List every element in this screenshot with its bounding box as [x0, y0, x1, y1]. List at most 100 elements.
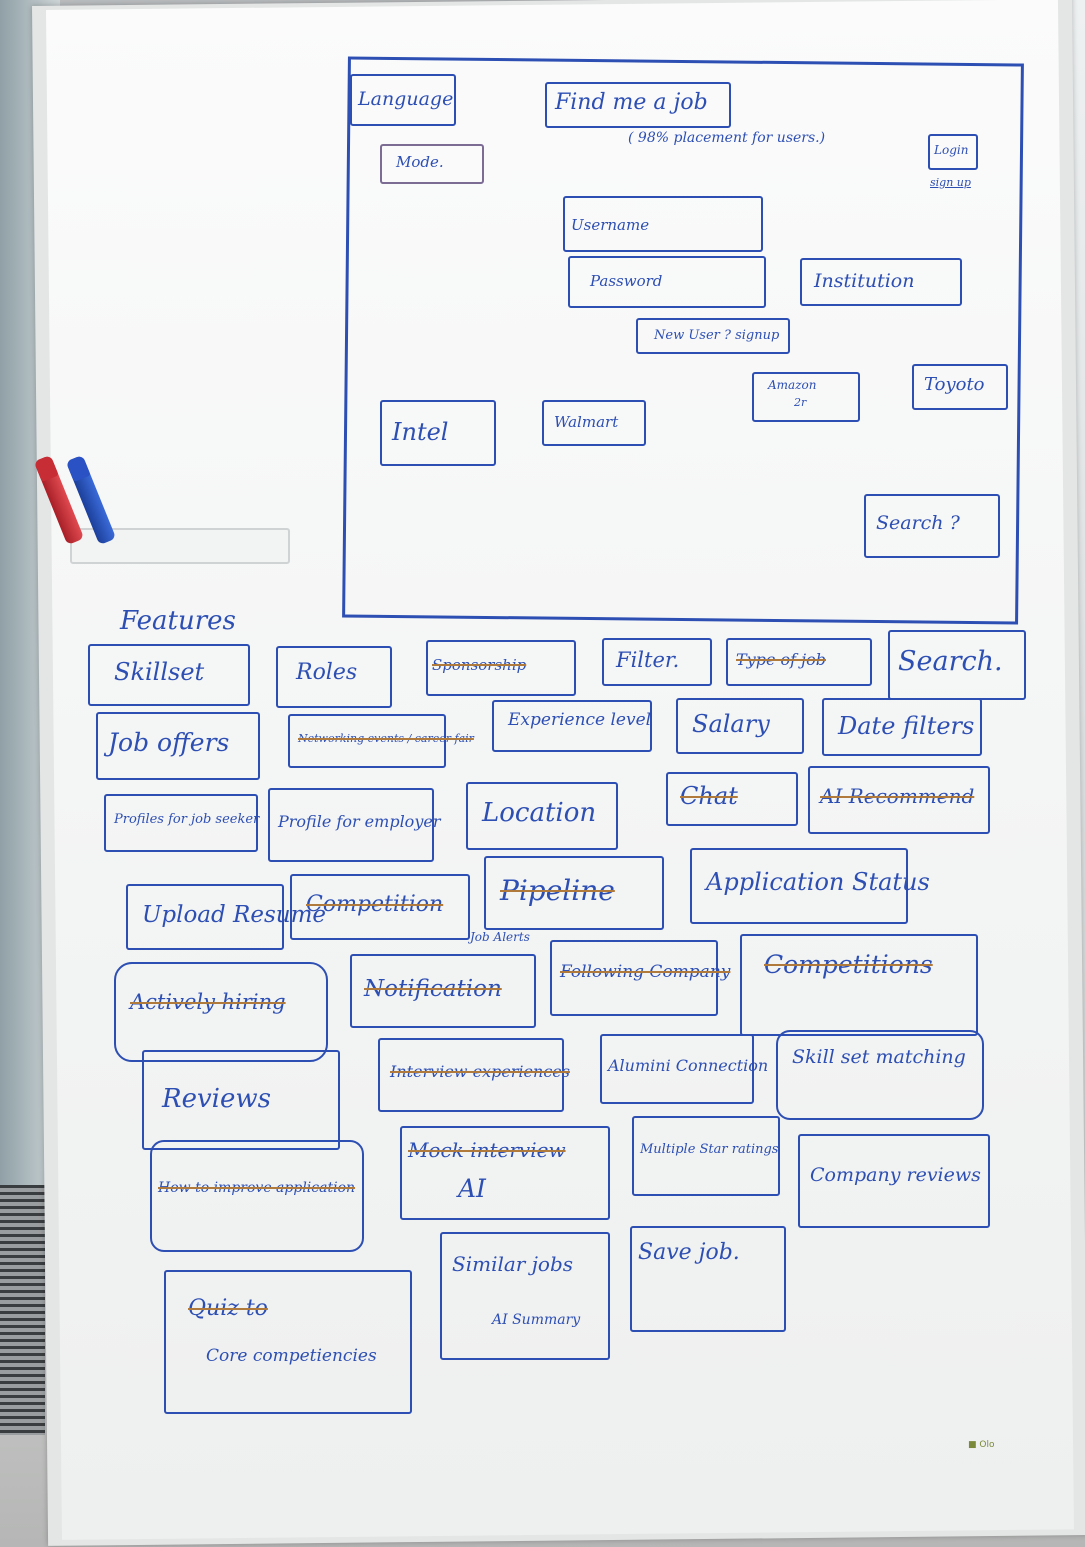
feature-box: Pipeline — [484, 856, 664, 930]
feature-label: Similar jobs — [452, 1252, 574, 1276]
feature-box: Date filters — [822, 698, 982, 756]
feature-label: Date filters — [838, 712, 975, 740]
feature-label: Sponsorship — [432, 656, 527, 674]
feature-label: Save job. — [638, 1240, 740, 1265]
feature-label: Roles — [296, 660, 358, 685]
feature-label: Competitions — [764, 950, 933, 979]
feature-label: Filter. — [616, 648, 680, 672]
feature-label: Salary — [692, 710, 770, 738]
feature-box: Location — [466, 782, 618, 850]
job-alerts-note: Job Alerts — [470, 930, 530, 944]
feature-label: Type of job — [736, 650, 826, 669]
feature-label: AI Recommend — [820, 784, 975, 808]
feature-label: Reviews — [162, 1084, 271, 1114]
feature-box: Type of job — [726, 638, 872, 686]
feature-label: Experience level — [508, 710, 652, 730]
login-label: Login — [934, 143, 969, 157]
feature-box: Skill set matching — [776, 1030, 984, 1120]
feature-label: Job offers — [108, 728, 230, 757]
feature-box: How to improve application — [150, 1140, 364, 1252]
feature-box: Filter. — [602, 638, 712, 686]
feature-box: AI Recommend — [808, 766, 990, 834]
password-label: Password — [590, 272, 663, 290]
feature-box: Competitions — [740, 934, 978, 1036]
amazon-sublabel: 2r — [794, 396, 807, 409]
feature-label: Quiz to — [188, 1296, 268, 1321]
feature-label: Location — [482, 798, 597, 828]
feature-label: Search. — [898, 646, 1003, 677]
feature-label: Application Status — [706, 868, 930, 896]
feature-label: Company reviews — [810, 1164, 981, 1186]
amazon-label: Amazon — [768, 378, 817, 392]
feature-box: Upload Resume — [126, 884, 326, 950]
feature-box: Alumini Connection — [600, 1034, 768, 1104]
feature-box: Sponsorship — [426, 640, 576, 696]
feature-box: Salary — [676, 698, 804, 754]
feature-box: Following Company — [550, 940, 730, 1016]
feature-box: Networking events / career fair — [288, 714, 474, 768]
feature-label: Notification — [364, 976, 502, 1002]
feature-label: Multiple Star ratings — [640, 1142, 779, 1157]
password-box: Password — [568, 256, 766, 308]
feature-box: Notification — [350, 954, 536, 1028]
walmart-label: Walmart — [554, 413, 619, 431]
feature-box: Mock interview AI — [400, 1126, 610, 1220]
feature-label: Competition — [306, 892, 444, 917]
feature-label: Profile for employer — [278, 812, 441, 831]
amazon-box: Amazon 2r — [752, 372, 860, 422]
feature-box: Profiles for job seeker — [104, 794, 260, 852]
feature-box: Reviews — [142, 1050, 340, 1150]
walmart-box: Walmart — [542, 400, 646, 446]
feature-box: Company reviews — [798, 1134, 990, 1228]
login-box: Login — [928, 134, 978, 170]
toyota-box: Toyoto — [912, 364, 1008, 410]
signup-label: sign up — [930, 176, 971, 189]
feature-box: Application Status — [690, 848, 930, 924]
feature-label: Skill set matching — [792, 1046, 966, 1068]
board-brand-logo: ■ Olo — [968, 1440, 995, 1450]
feature-label: Following Company — [560, 962, 731, 982]
feature-label: Alumini Connection — [608, 1056, 769, 1075]
username-label: Username — [571, 216, 650, 234]
mode-box: Mode. — [380, 144, 484, 184]
feature-sublabel: AI Summary — [492, 1312, 581, 1328]
floor-grate — [0, 1185, 45, 1435]
feature-label: Profiles for job seeker — [114, 812, 260, 827]
feature-box: Experience level — [492, 700, 652, 752]
subtitle: ( 98% placement for users.) — [628, 130, 826, 146]
search-label: Search ? — [876, 512, 960, 534]
feature-label: Mock interview — [408, 1138, 566, 1162]
feature-sublabel: Core competiencies — [206, 1346, 377, 1366]
institution-label: Institution — [814, 270, 915, 292]
institution-box: Institution — [800, 258, 962, 306]
feature-box: Save job. — [630, 1226, 786, 1332]
language-label: Language — [358, 88, 454, 110]
feature-box: Roles — [276, 646, 392, 708]
feature-box: Multiple Star ratings — [632, 1116, 780, 1196]
feature-box: Interview experiences — [378, 1038, 570, 1112]
toyota-label: Toyoto — [924, 374, 985, 395]
mode-label: Mode. — [396, 153, 444, 171]
new-user-label: New User ? signup — [654, 328, 780, 343]
feature-label: Chat — [680, 782, 738, 810]
feature-label: Networking events / career fair — [298, 732, 474, 745]
feature-box: Competition — [290, 874, 470, 940]
feature-box: Job offers — [96, 712, 260, 780]
feature-label: Skillset — [114, 658, 205, 686]
feature-label: Pipeline — [500, 874, 615, 907]
intel-label: Intel — [392, 418, 449, 446]
feature-box: Actively hiring — [114, 962, 328, 1062]
username-box: Username — [563, 196, 763, 252]
search-box: Search ? — [864, 494, 1000, 558]
language-box: Language — [350, 74, 456, 126]
feature-box: Quiz to Core competiencies — [164, 1270, 412, 1414]
feature-label: Upload Resume — [142, 902, 327, 928]
intel-box: Intel — [380, 400, 496, 466]
feature-box: Skillset — [88, 644, 250, 706]
feature-box: Similar jobs AI Summary — [440, 1232, 610, 1360]
feature-box: Chat — [666, 772, 798, 826]
feature-sublabel: AI — [458, 1174, 486, 1203]
new-user-box: New User ? signup — [636, 318, 790, 354]
title-box: Find me a job — [545, 82, 731, 128]
feature-box: Profile for employer — [268, 788, 440, 862]
